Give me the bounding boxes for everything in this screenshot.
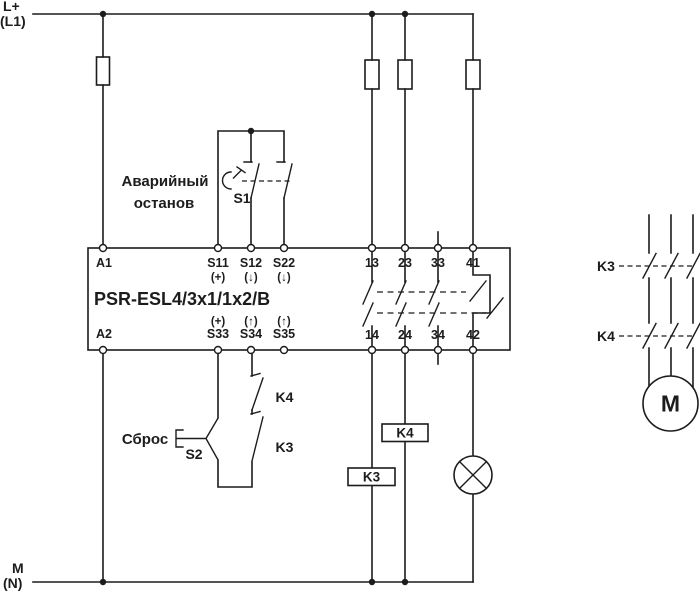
terminal-label-24: 24 — [398, 328, 412, 342]
terminal-sub-s22: (↓) — [277, 272, 291, 284]
pushbutton-actuator-icon — [175, 429, 207, 448]
terminal-label-23: 23 — [398, 256, 412, 270]
terminal-label-42: 42 — [466, 328, 480, 342]
terminal-circle — [468, 345, 478, 355]
k3-contactor-label: K3 — [597, 258, 615, 274]
safety-relay-block: A1 S11 S12 S22 (+) (↓) (↓) 13 23 33 41 P… — [87, 231, 511, 365]
terminal-circle — [433, 243, 443, 253]
s2-switch-label: S2 — [185, 446, 202, 462]
terminal-circles-bottom — [98, 345, 478, 355]
motor-icon: M — [642, 375, 699, 432]
indicator-lamp-icon — [453, 352, 493, 583]
terminal-circle — [213, 243, 223, 253]
motor-branch: K3 K4 M — [597, 214, 700, 432]
feeder-wires — [102, 13, 474, 583]
terminal-label-s33: S33 — [207, 327, 229, 341]
reset-label: Сброс — [122, 431, 168, 448]
terminal-circle — [98, 243, 108, 253]
k3-feedback-label: K3 — [276, 439, 294, 455]
terminal-circle — [246, 345, 256, 355]
k3-contactor-contacts — [619, 252, 700, 279]
k4-contactor-label: K4 — [597, 328, 615, 344]
terminal-label-a2: A2 — [96, 327, 112, 341]
rail-label-l1: (L1) — [0, 13, 26, 29]
rail-label-l-plus: L+ — [3, 0, 20, 14]
terminal-label-s11: S11 — [207, 256, 229, 270]
terminal-circle — [367, 243, 377, 253]
fuse-icon-f3 — [397, 59, 413, 90]
k4-coil-label: K4 — [396, 426, 414, 441]
k3-coil-label: K3 — [363, 470, 381, 485]
terminal-label-a1: A1 — [96, 256, 112, 270]
terminal-circle — [468, 243, 478, 253]
k3-coil: K3 — [347, 352, 396, 583]
terminal-label-41: 41 — [466, 256, 480, 270]
estop-nc-contact-2 — [276, 161, 293, 199]
terminal-circle — [367, 345, 377, 355]
terminal-label-34: 34 — [431, 328, 445, 342]
k4-feedback-label: K4 — [276, 389, 294, 405]
relay-model-label: PSR-ESL4/3x1/1x2/B — [94, 289, 270, 309]
k3-nc-aux-contact — [250, 409, 264, 462]
motor-label: M — [661, 391, 680, 417]
emergency-stop-label-line1: Аварийный — [122, 173, 209, 190]
terminal-label-33: 33 — [431, 256, 445, 270]
k4-contactor-contacts — [619, 322, 700, 349]
terminal-circle — [279, 243, 289, 253]
rail-label-m: M — [12, 560, 24, 576]
terminal-circle — [400, 345, 410, 355]
terminal-sub-s35: (↑) — [277, 316, 291, 328]
relay-nc-contact-41-42 — [469, 250, 504, 348]
relay-no-contacts — [362, 250, 486, 348]
terminal-label-s35: S35 — [273, 327, 295, 341]
terminal-circle — [246, 243, 256, 253]
k4-coil: K4 — [381, 352, 429, 583]
terminal-circle — [279, 345, 289, 355]
terminal-circles-top — [98, 243, 478, 253]
terminal-circle — [433, 345, 443, 355]
terminal-sub-s12: (↓) — [244, 272, 258, 284]
terminal-label-s34: S34 — [240, 327, 262, 341]
k4-nc-aux-contact — [250, 352, 264, 411]
terminal-sub-s34: (↑) — [244, 316, 258, 328]
fuse-icon-f4 — [465, 59, 481, 90]
s1-switch-label: S1 — [233, 190, 250, 206]
terminal-label-s22: S22 — [273, 256, 295, 270]
terminal-circle — [400, 243, 410, 253]
fuse-icon-f2 — [364, 59, 380, 90]
top-supply-rail — [32, 10, 474, 18]
emergency-stop-label-line2: останов — [134, 195, 194, 212]
terminal-circle — [213, 345, 223, 355]
bottom-supply-rail — [32, 578, 474, 586]
fuse-icon-f1 — [95, 56, 111, 86]
reset-feedback-circuit: Сброс S2 K4 K3 — [122, 352, 294, 488]
mushroom-button-icon — [221, 166, 246, 190]
terminal-sub-s33: (+) — [211, 316, 226, 328]
terminal-label-13: 13 — [365, 256, 379, 270]
rail-label-n: (N) — [3, 575, 22, 591]
s2-no-contact — [205, 418, 219, 460]
terminal-circle — [98, 345, 108, 355]
emergency-stop-circuit: Аварийный останов S1 — [122, 127, 293, 246]
terminal-sub-s11: (+) — [211, 272, 226, 284]
terminal-label-14: 14 — [365, 328, 379, 342]
terminal-label-s12: S12 — [240, 256, 262, 270]
